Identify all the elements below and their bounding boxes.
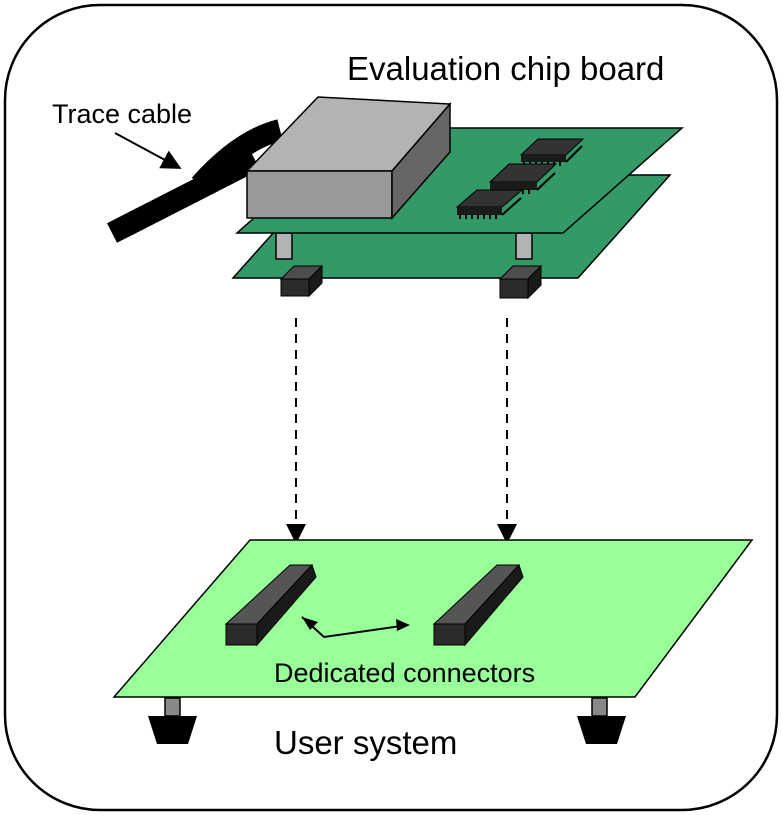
connector-icon: [432, 564, 524, 647]
dedicated-connectors-label: Dedicated connectors: [274, 658, 535, 688]
eval-connector-left: [279, 264, 324, 298]
eval-standoff-right: [515, 232, 533, 260]
eval-standoff-left: [275, 232, 293, 260]
connector-icon: [224, 564, 317, 647]
board-foot-icon: [577, 697, 626, 744]
trace-cable-icon: [106, 119, 284, 243]
user-system-label: User system: [274, 724, 457, 761]
board-foot-icon: [148, 697, 197, 744]
evaluation-board-label: Evaluation chip board: [347, 50, 664, 87]
trace-cable-pointer: [114, 132, 182, 169]
eval-connector-right: [498, 264, 543, 300]
ic-chip-icon: [455, 189, 524, 219]
connectors-pointer: [301, 616, 410, 639]
user-system-board: [112, 539, 754, 698]
emulator-pod-icon: [245, 96, 452, 220]
trace-cable-label: Trace cable: [52, 99, 192, 129]
